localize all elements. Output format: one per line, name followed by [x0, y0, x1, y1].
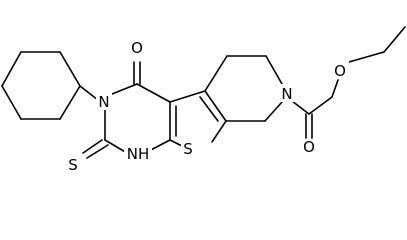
bond: [264, 101, 283, 122]
atom-label: N: [98, 93, 109, 111]
bond: [383, 26, 406, 53]
bond: [204, 90, 227, 122]
atom-o4: O: [131, 39, 143, 57]
bond: [265, 55, 283, 85]
atom-o-carbonyl: O: [303, 138, 315, 156]
atom-s-ring: S: [181, 138, 196, 158]
bond: [59, 85, 81, 120]
bond: [348, 51, 385, 63]
bond: [308, 96, 333, 115]
bond: [1, 51, 22, 87]
bond: [104, 139, 128, 154]
bond: [199, 96, 219, 122]
bond: [136, 83, 171, 103]
thiophene-ring: [169, 90, 227, 149]
bond: [211, 120, 227, 143]
atom-s-thioxo: S: [68, 156, 78, 174]
bond: [59, 51, 81, 87]
cyclohexyl-ring: [1, 51, 81, 120]
double-bond: [82, 139, 103, 154]
atom-label: N: [281, 85, 292, 103]
atom-label: S: [183, 140, 193, 158]
bond: [331, 79, 339, 98]
bond: [204, 55, 228, 92]
atom-nh: NH: [124, 144, 152, 163]
atom-n3: N: [96, 92, 112, 111]
atom-label: S: [68, 156, 78, 174]
atom-label: O: [303, 138, 315, 156]
structure-canvas: N O S NH S N O O: [1, 26, 406, 174]
piperidine-ring: [204, 55, 283, 122]
bond: [291, 100, 310, 115]
molecule-diagram: N O S NH S N O O: [1, 26, 406, 174]
bond: [169, 90, 206, 103]
bond: [111, 83, 138, 95]
bond: [1, 85, 22, 120]
atom-n7: N: [279, 84, 295, 103]
pyrimidinone-ring: [104, 83, 177, 154]
atom-label: O: [334, 62, 346, 80]
atom-o-ester: O: [331, 60, 349, 80]
double-bond: [86, 144, 109, 159]
bond: [79, 85, 99, 101]
ethyl-carbamate: [291, 26, 406, 139]
atom-label: NH: [127, 145, 150, 163]
atom-label: O: [131, 39, 143, 57]
